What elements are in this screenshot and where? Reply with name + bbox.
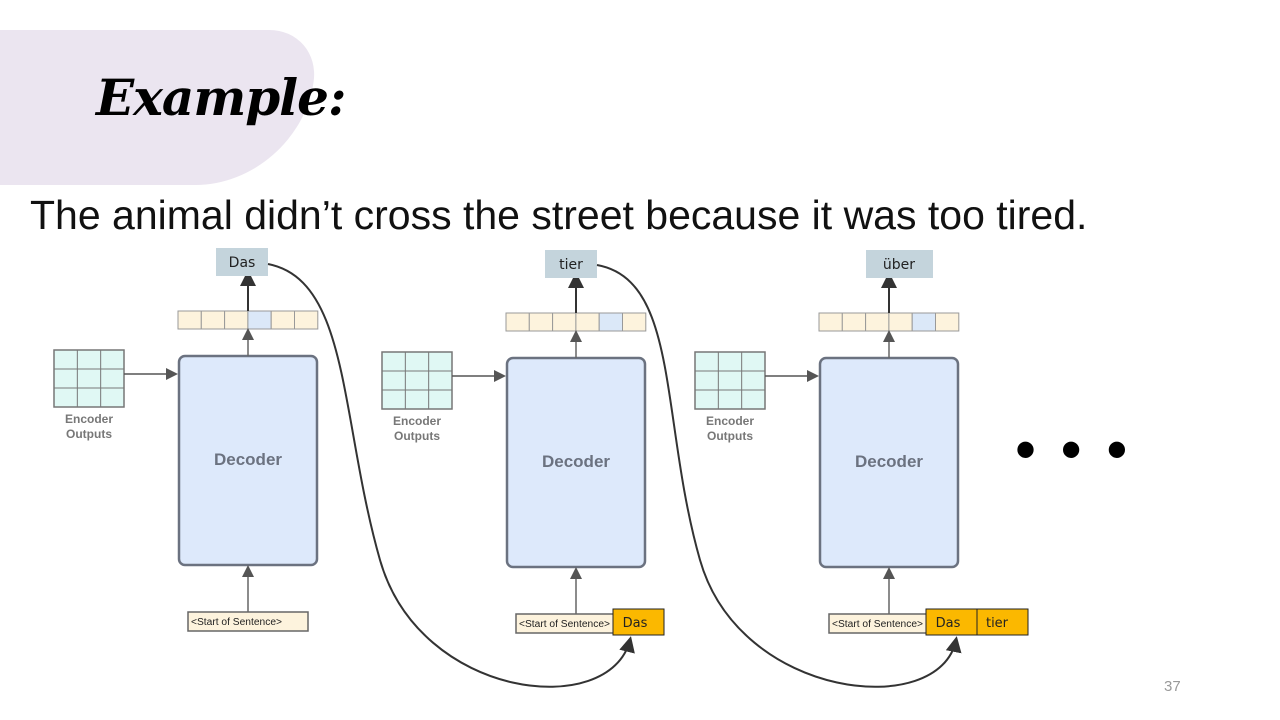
previous-token-box (976, 608, 1029, 636)
decoder-label: Decoder (855, 452, 923, 471)
encoder-label: Encoder (706, 414, 754, 428)
previous-token: Das (623, 616, 648, 631)
example-sentence: The animal didn’t cross the street becau… (30, 192, 1088, 238)
slide-title: Example: (96, 68, 346, 127)
decoder-label: Decoder (542, 452, 610, 471)
output-word-box (866, 250, 933, 278)
start-token: <Start of Sentence> (519, 619, 610, 630)
ellipsis: • • • (1015, 416, 1132, 483)
output-vector-cell (598, 312, 624, 332)
output-vector-cell (935, 312, 960, 332)
output-vector-cell (818, 312, 843, 332)
output-vector-cell (505, 312, 530, 332)
output-vector-cell (270, 310, 296, 330)
encoder-label: Outputs (394, 429, 440, 443)
output-vector-cell (224, 310, 249, 330)
output-vector-cell (294, 310, 319, 330)
previous-token: Das (936, 616, 961, 631)
output-word: über (883, 257, 915, 273)
output-vector-cell (200, 310, 226, 330)
previous-token: tier (986, 616, 1009, 631)
encoder-outputs-grid (381, 351, 453, 410)
output-word-box (545, 250, 597, 278)
encoder-label: Outputs (66, 427, 112, 441)
output-word-box (216, 248, 268, 276)
output-word: Das (229, 255, 256, 271)
output-vector-cell (575, 312, 600, 332)
start-token: <Start of Sentence> (832, 619, 923, 630)
feedback-arrow (267, 263, 635, 688)
page-number: 37 (1164, 678, 1181, 695)
output-vector-cell (528, 312, 554, 332)
decoder-label: Decoder (214, 450, 282, 469)
encoder-outputs-grid (53, 349, 125, 408)
output-vector-cell (911, 312, 937, 332)
output-vector-cell (622, 312, 647, 332)
encoder-outputs-grid (694, 351, 766, 410)
encoder-label: Encoder (65, 412, 113, 426)
output-vector-cell (841, 312, 867, 332)
encoder-label: Outputs (707, 429, 753, 443)
output-vector-cell (552, 312, 577, 332)
output-vector-cell (865, 312, 890, 332)
feedback-arrow (596, 264, 962, 688)
start-token: <Start of Sentence> (191, 617, 282, 628)
output-vector-cell (247, 310, 272, 330)
previous-token-box (612, 608, 665, 636)
output-word: tier (559, 257, 583, 273)
output-vector-cell (177, 310, 202, 330)
encoder-label: Encoder (393, 414, 441, 428)
output-vector-cell (888, 312, 913, 332)
